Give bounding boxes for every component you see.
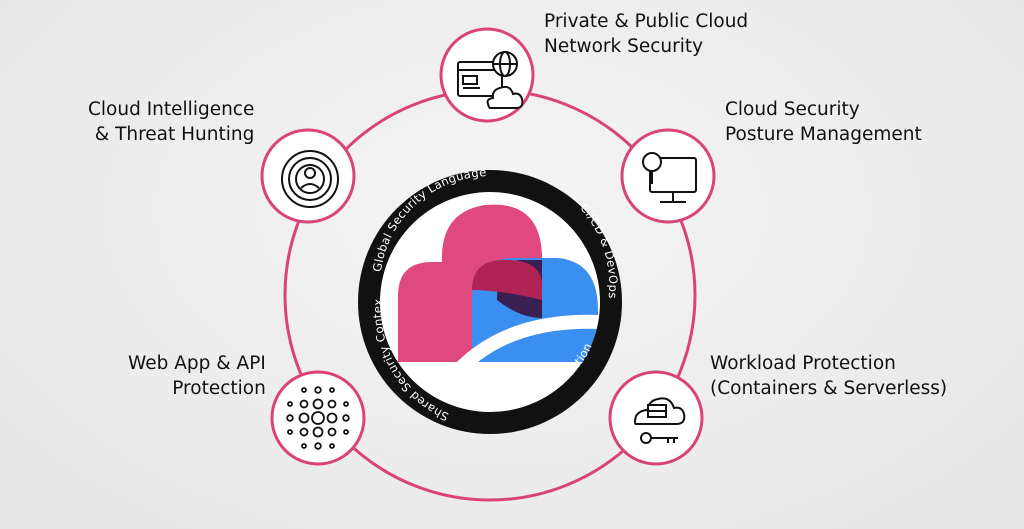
label-intel-line2: & Threat Hunting (94, 124, 255, 145)
cloud-server-key-icon (634, 397, 686, 444)
label-intel-line1: Cloud Intelligence (88, 99, 255, 120)
cloud-logo (398, 204, 600, 385)
browser-globe-cloud-icon (457, 51, 524, 109)
label-cspm-line1: Cloud Security (725, 99, 860, 120)
monitor-magnifier-icon (642, 152, 697, 203)
label-workload-protection: Workload Protection (Containers & Server… (710, 351, 947, 401)
label-web-app-api: Web App & API Protection (128, 351, 266, 401)
label-cspm: Cloud Security Posture Management (725, 97, 922, 147)
node-web-app-api[interactable] (270, 370, 366, 466)
node-cloud-intelligence[interactable] (260, 128, 356, 224)
label-network-line1: Private & Public Cloud (544, 11, 749, 32)
label-network-security: Private & Public Cloud Network Security (544, 9, 748, 59)
label-cloud-intelligence: Cloud Intelligence & Threat Hunting (88, 97, 254, 147)
label-webapp-line1: Web App & API (128, 353, 266, 374)
label-workload-line2: (Containers & Serverless) (710, 378, 948, 399)
label-workload-line1: Workload Protection (710, 353, 896, 374)
target-person-icon (281, 150, 339, 208)
label-webapp-line2: Protection (172, 378, 266, 399)
label-network-line2: Network Security (544, 36, 704, 57)
dot-grid-icon (286, 386, 350, 450)
label-cspm-line2: Posture Management (725, 124, 922, 145)
node-network-security[interactable] (439, 27, 535, 123)
node-cspm[interactable] (620, 128, 716, 224)
node-workload-protection[interactable] (608, 370, 704, 466)
